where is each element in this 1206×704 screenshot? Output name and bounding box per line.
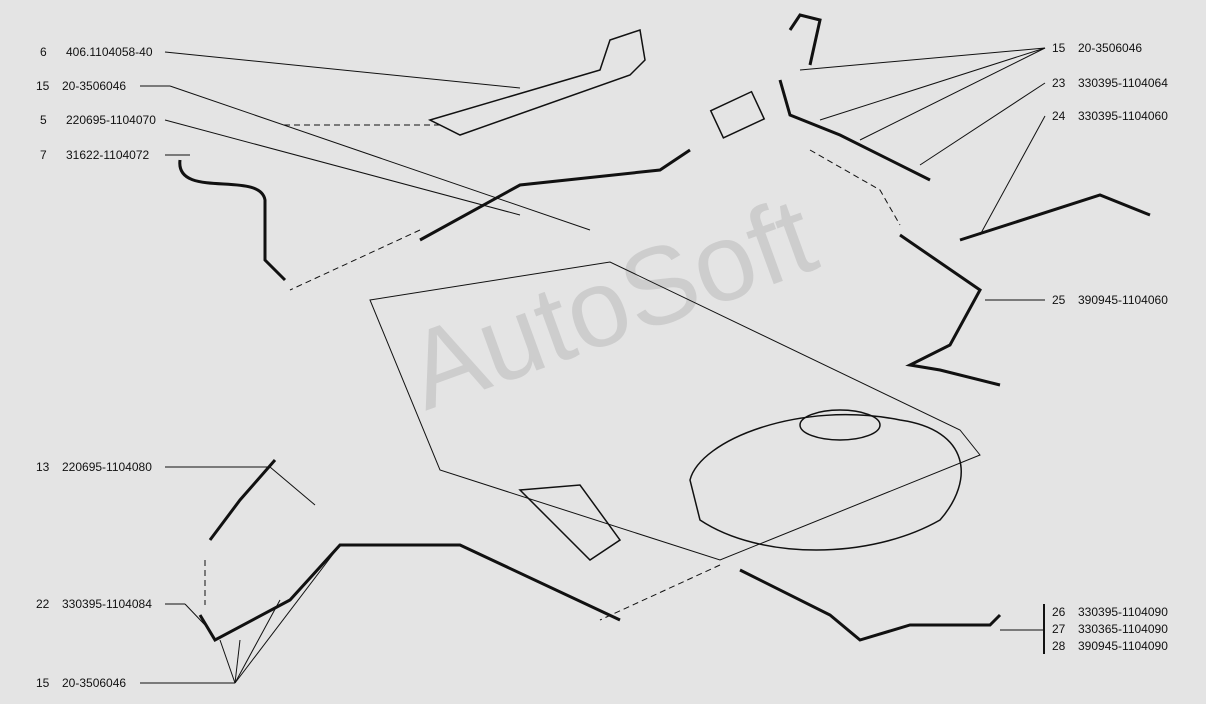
callout-26: 26 330395-1104090 — [1052, 605, 1168, 619]
callout-code: 390945-1104060 — [1078, 293, 1168, 307]
callout-code: 20-3506046 — [1078, 41, 1143, 55]
callout-number: 6 — [40, 45, 47, 59]
callout-number: 26 — [1052, 605, 1066, 619]
callout-number: 25 — [1052, 293, 1066, 307]
callout-15a: 15 20-3506046 — [36, 79, 126, 93]
callout-6: 6 406.1104058-40 — [40, 45, 153, 59]
leader-6 — [164, 51, 521, 89]
callout-number: 15 — [36, 79, 50, 93]
callout-15c: 15 20-3506046 — [36, 676, 126, 690]
callout-number: 15 — [1052, 41, 1066, 55]
callout-code: 330395-1104060 — [1078, 109, 1168, 123]
callout-25: 25 390945-1104060 — [1052, 293, 1168, 307]
callout-5: 5 220695-1104070 — [40, 113, 156, 127]
callout-number: 7 — [40, 148, 47, 162]
callout-bracket — [1043, 604, 1045, 654]
callout-code: 330395-1104090 — [1078, 605, 1168, 619]
leader-15b — [819, 47, 1046, 121]
callout-28: 28 390945-1104090 — [1052, 639, 1168, 653]
callout-code: 20-3506046 — [62, 676, 127, 690]
callout-number: 28 — [1052, 639, 1066, 653]
callout-code: 220695-1104070 — [66, 113, 156, 127]
callout-number: 5 — [40, 113, 47, 127]
callout-code: 390945-1104090 — [1078, 639, 1168, 653]
callout-code: 330395-1104064 — [1078, 76, 1168, 90]
callout-23: 23 330395-1104064 — [1052, 76, 1168, 90]
leader-5 — [164, 119, 521, 216]
leader-15a-ext — [169, 85, 591, 231]
callout-number: 27 — [1052, 622, 1066, 636]
callout-number: 15 — [36, 676, 50, 690]
leader-23 — [919, 82, 1046, 166]
callout-number: 22 — [36, 597, 50, 611]
callout-code: 20-3506046 — [62, 79, 127, 93]
callout-27: 27 330365-1104090 — [1052, 622, 1168, 636]
callout-number: 13 — [36, 460, 50, 474]
callout-number: 23 — [1052, 76, 1066, 90]
callout-number: 24 — [1052, 109, 1066, 123]
leader-24 — [979, 115, 1046, 236]
callout-7: 7 31622-1104072 — [40, 148, 149, 162]
callout-code: 220695-1104080 — [62, 460, 152, 474]
callout-code: 330365-1104090 — [1078, 622, 1168, 636]
callout-15b: 15 20-3506046 — [1052, 41, 1142, 55]
callout-code: 330395-1104084 — [62, 597, 152, 611]
callout-code: 31622-1104072 — [66, 148, 150, 162]
callout-22: 22 330395-1104084 — [36, 597, 152, 611]
callout-24: 24 330395-1104060 — [1052, 109, 1168, 123]
callout-13: 13 220695-1104080 — [36, 460, 152, 474]
callout-code: 406.1104058-40 — [66, 45, 153, 59]
